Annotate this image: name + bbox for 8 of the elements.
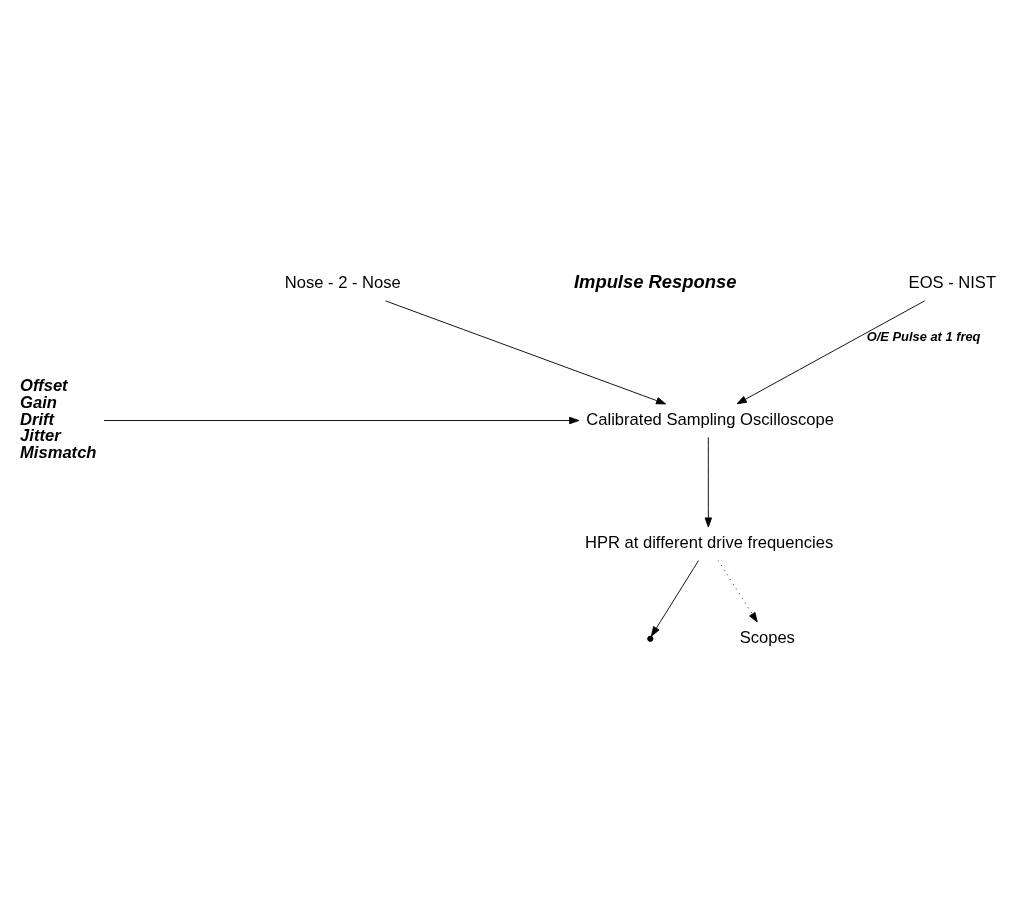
node-text: Calibrated Sampling Oscilloscope [586, 409, 834, 429]
edge-label: O/E Pulse at 1 freq [866, 328, 981, 344]
node-text: EOS - NIST [908, 272, 997, 292]
node-text: Scopes [739, 627, 795, 647]
node-text: HPR at different drive frequencies [584, 532, 834, 552]
node-text: Nose - 2 - Nose [284, 272, 401, 292]
label: Impulse Response [573, 270, 737, 292]
node-text: Offset Gain Drift Jitter Mismatch [20, 375, 97, 462]
